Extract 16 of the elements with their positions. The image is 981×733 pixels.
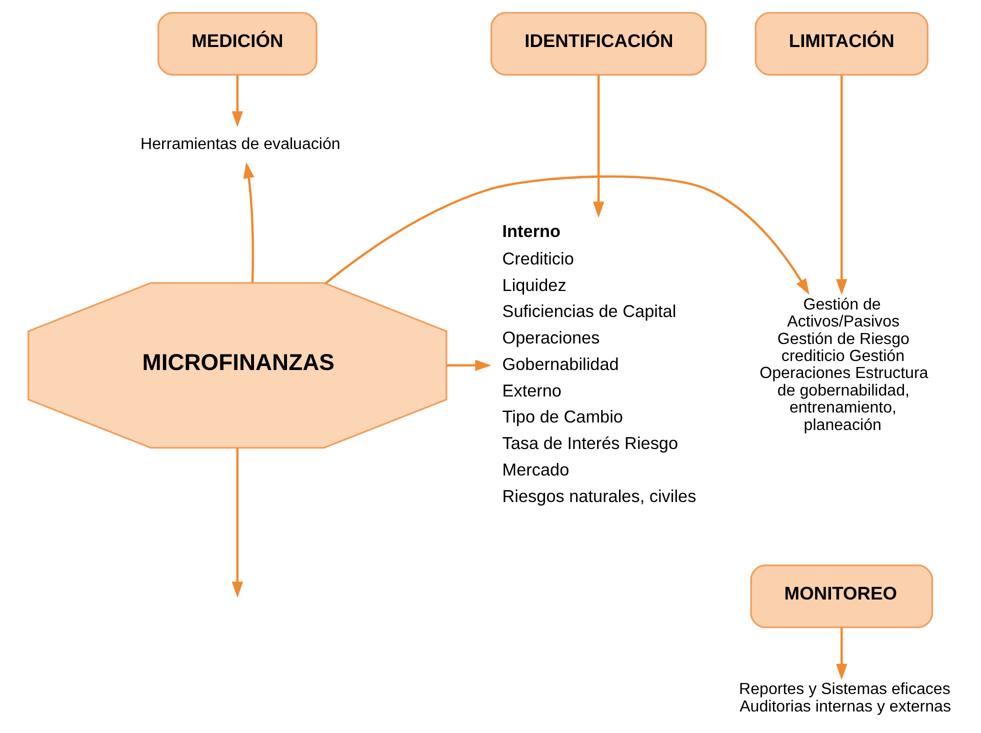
arrow [836, 74, 847, 296]
node-box: MONITOREO [750, 564, 933, 628]
arrow [446, 360, 491, 371]
node-text: Interno Crediticio Liquidez Suficiencias de Capital Operaciones Gobernabilidad Externo Tipo de Cambio Tasa de Interés Riesgo Mercado Riesgos naturales, civiles [502, 220, 696, 506]
arrow [242, 162, 254, 283]
arrow [836, 627, 847, 680]
node-text: Gestión de Activos/Pasivos Gestión de Riesgo crediticio Gestión Operaciones Estructura de gobernabilidad, entrenamiento, planeación [759, 295, 928, 434]
node-text: Herramientas de evaluación [140, 134, 340, 153]
arrow [231, 75, 243, 128]
arrow [324, 175, 809, 295]
node-box: MEDICIÓN [156, 12, 317, 76]
arrow [231, 448, 243, 598]
node-text: Reportes y Sistemas eficaces Auditorias internas y externas [738, 680, 950, 716]
arrow [592, 74, 604, 218]
node-box: IDENTIFICACIÓN [490, 12, 706, 76]
node-box: LIMITACIÓN [754, 12, 928, 76]
